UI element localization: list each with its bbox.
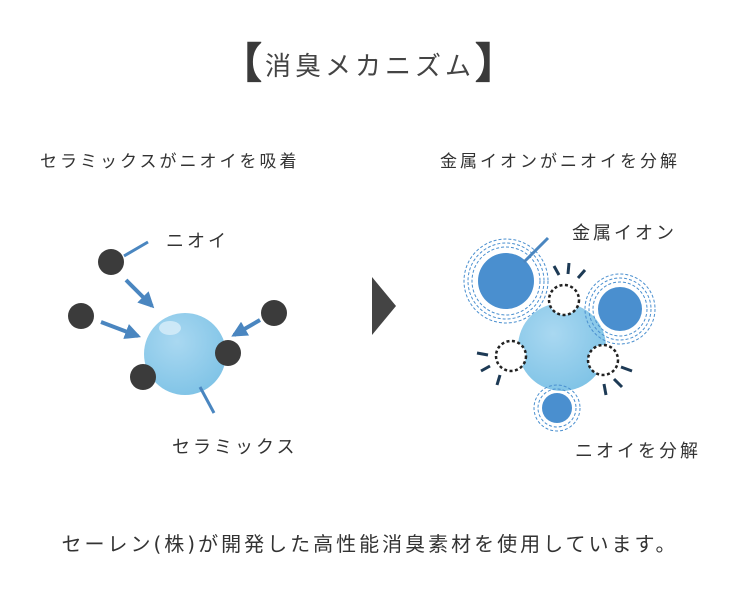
odor-molecule-5 <box>130 364 156 390</box>
arrow-right <box>231 318 261 337</box>
title-bracket-close: 】 <box>475 39 521 88</box>
ceramic-pointer-line <box>198 386 216 414</box>
decomposed-odor-1 <box>547 283 581 317</box>
footer-note: セーレン(株)が開発した高性能消臭素材を使用しています。 <box>61 532 679 556</box>
metal-ion-pointer-line <box>522 236 550 264</box>
ceramic-sphere-right <box>518 303 606 391</box>
label-metal-ion: 金属イオン <box>572 223 677 244</box>
title-text: 消臭メカニズム <box>264 52 475 82</box>
label-odor: ニオイ <box>166 231 229 252</box>
metal-ion-small <box>533 384 581 432</box>
odor-molecule-3 <box>261 300 287 326</box>
right-diagram <box>463 236 656 432</box>
ceramic-sphere <box>144 313 226 395</box>
metal-ion-large <box>463 238 549 324</box>
transition-arrow-icon <box>372 277 396 335</box>
left-heading: セラミックスがニオイを吸着 <box>40 152 300 172</box>
label-decompose: ニオイを分解 <box>575 441 701 462</box>
burst-marks <box>476 262 633 396</box>
odor-molecule-2 <box>68 303 94 329</box>
odor-pointer-line <box>123 240 149 258</box>
decomposed-odor-2 <box>494 339 528 373</box>
page-title: 【消臭メカニズム】 <box>0 30 740 91</box>
metal-ion-right <box>584 273 656 345</box>
label-ceramics: セラミックス <box>172 437 298 458</box>
arrow-left <box>100 320 141 339</box>
odor-molecule-1 <box>98 249 124 275</box>
left-diagram <box>68 240 287 414</box>
title-bracket-open: 【 <box>219 39 265 88</box>
odor-molecule-4 <box>215 340 241 366</box>
ceramic-highlight <box>159 321 181 335</box>
right-heading: 金属イオンがニオイを分解 <box>440 152 680 172</box>
arrow-topleft <box>124 278 155 309</box>
decomposed-odor-3 <box>586 343 620 377</box>
